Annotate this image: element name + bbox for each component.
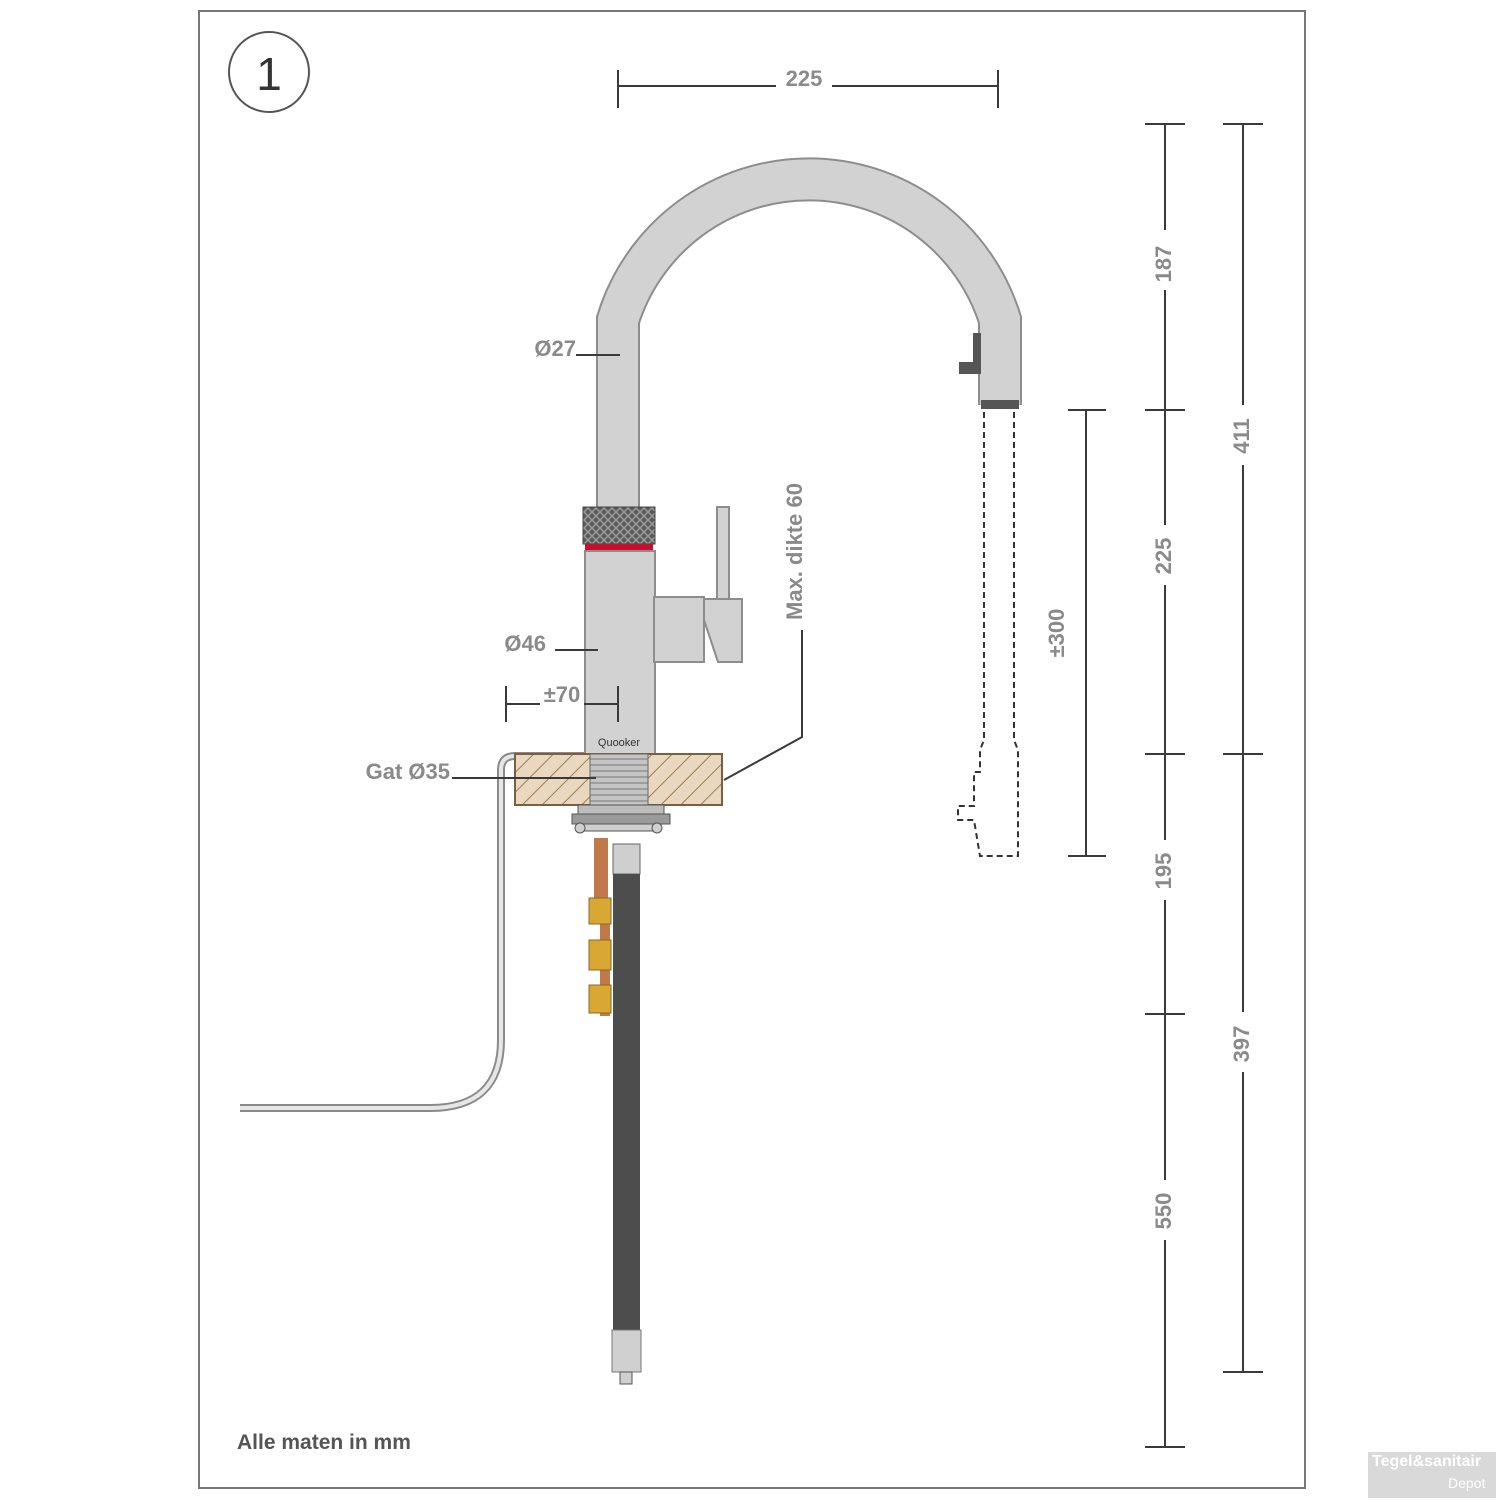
dim-pull-out: ±300 [1044,409,1106,857]
brand-label: Quooker [598,737,641,749]
figure-number-badge: 1 [228,31,310,113]
spout [596,157,1022,508]
callout-body-diameter: Ø46 [504,631,598,656]
svg-text:187: 187 [1151,246,1176,283]
svg-text:397: 397 [1229,1026,1254,1063]
lever-handle [716,506,730,600]
brass-fitting [588,939,612,971]
red-indicator-ring [585,544,653,551]
mounting-nut [571,804,671,834]
svg-text:Gat Ø35: Gat Ø35 [366,759,450,784]
brass-fitting [588,984,612,1014]
watermark-sub: Depot [1448,1475,1486,1491]
figure-number: 1 [256,48,282,100]
svg-text:225: 225 [786,66,823,91]
flexible-hose [611,843,642,1385]
lever-knob [703,598,743,663]
dim-total-heights: 411 397 [1223,123,1263,1373]
drawing-frame [198,10,1306,1489]
svg-text:550: 550 [1151,1193,1176,1230]
callout-pipe-diameter: Ø27 [534,336,620,361]
svg-text:Max. dikte 60: Max. dikte 60 [782,483,807,620]
svg-text:225: 225 [1151,538,1176,575]
svg-text:±300: ±300 [1044,609,1069,658]
dim-height-stack: 187 225 195 550 [1145,123,1185,1448]
svg-text:195: 195 [1151,853,1176,890]
countertop-section [514,753,723,806]
svg-text:411: 411 [1229,418,1254,454]
units-note: Alle maten in mm [237,1431,411,1454]
pull-out-hose-outline [957,412,1019,857]
watermark-logo [1368,1452,1496,1498]
copper-supply-pipes [588,838,612,1016]
watermark-brand: Tegel&sanitair [1372,1453,1482,1470]
tap-body: Quooker [584,506,743,755]
supply-tube [240,752,590,1112]
svg-text:Ø27: Ø27 [534,336,576,361]
dim-spout-width: 225 [617,66,999,108]
brass-fitting [588,897,612,925]
svg-text:Ø46: Ø46 [504,631,546,656]
knurled-ring [582,506,656,545]
callout-max-thickness: Max. dikte 60 [723,483,807,781]
dim-offset: ±70 [505,682,619,722]
callout-hole-diameter: Gat Ø35 [366,759,596,784]
svg-text:±70: ±70 [544,682,581,707]
